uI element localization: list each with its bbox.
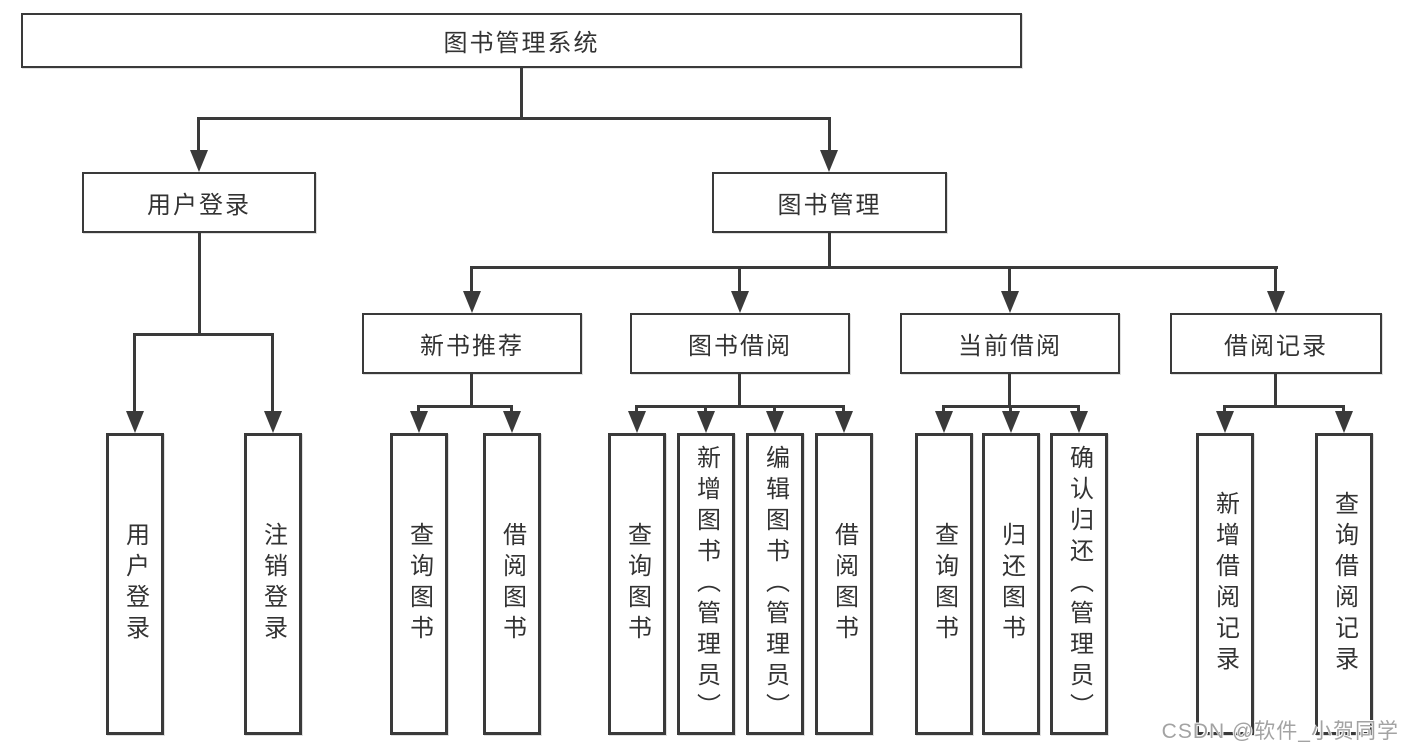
node-label: 当前借阅	[958, 333, 1062, 360]
arrow-down-icon	[1002, 411, 1020, 433]
arrow-down-icon	[410, 411, 428, 433]
leaf-label: 确认归还（管理员）	[1065, 444, 1093, 724]
connector-line	[198, 233, 201, 336]
leaf-label: 查询图书	[405, 522, 433, 646]
arrow-down-icon	[1070, 411, 1088, 433]
leaf-label: 用户登录	[121, 522, 149, 646]
node-label: 图书管理	[777, 192, 882, 219]
connector-line	[738, 374, 741, 408]
leaf-label: 新增图书（管理员）	[692, 444, 720, 724]
node-label: 图书借阅	[688, 333, 792, 360]
leaf-label: 借阅图书	[498, 522, 526, 646]
connector-line	[520, 68, 523, 120]
leaf-label: 编辑图书（管理员）	[761, 444, 789, 724]
connector-line	[197, 117, 831, 120]
arrow-down-icon	[935, 411, 953, 433]
arrow-down-icon	[190, 150, 208, 172]
connector-line	[470, 266, 1278, 269]
node-label: 用户登录	[147, 192, 251, 219]
leaf-label: 查询图书	[930, 522, 958, 646]
arrow-down-icon	[628, 411, 646, 433]
connector-line	[738, 266, 741, 294]
arrow-down-icon	[1001, 291, 1019, 313]
leaf-label: 归还图书	[997, 522, 1025, 646]
arrow-down-icon	[264, 411, 282, 433]
leaf-label: 新增借阅记录	[1211, 491, 1239, 677]
connector-line	[271, 333, 274, 415]
connector-line	[470, 266, 473, 294]
leaf-query-books-recommend: 查询图书	[390, 433, 448, 735]
arrow-down-icon	[820, 150, 838, 172]
arrow-down-icon	[731, 291, 749, 313]
leaf-label: 查询借阅记录	[1330, 491, 1358, 677]
arrow-down-icon	[503, 411, 521, 433]
leaf-query-borrow-record: 查询借阅记录	[1315, 433, 1373, 735]
connector-line	[133, 333, 136, 415]
leaf-label: 注销登录	[259, 522, 287, 646]
connector-line	[1008, 374, 1011, 408]
connector-line	[635, 405, 845, 408]
node-label: 借阅记录	[1224, 333, 1328, 360]
leaf-user-login: 用户登录	[106, 433, 164, 735]
arrow-down-icon	[463, 291, 481, 313]
leaf-query-books-current: 查询图书	[915, 433, 973, 735]
arrow-down-icon	[766, 411, 784, 433]
connector-line	[470, 374, 473, 408]
connector-line	[1223, 405, 1345, 408]
connector-line	[197, 117, 200, 155]
leaf-borrow-books-recommend: 借阅图书	[483, 433, 541, 735]
node-borrowing-records: 借阅记录	[1170, 313, 1382, 374]
leaf-confirm-return-admin: 确认归还（管理员）	[1050, 433, 1108, 735]
node-label: 新书推荐	[420, 333, 524, 360]
leaf-add-book-admin: 新增图书（管理员）	[677, 433, 735, 735]
leaf-edit-book-admin: 编辑图书（管理员）	[746, 433, 804, 735]
connector-line	[1274, 266, 1277, 294]
connector-line	[1008, 266, 1011, 294]
connector-line	[828, 117, 831, 155]
node-current-borrowing: 当前借阅	[900, 313, 1120, 374]
csdn-watermark: CSDN @软件_小贺同学	[1161, 720, 1399, 743]
leaf-label: 查询图书	[623, 522, 651, 646]
node-book-borrowing: 图书借阅	[630, 313, 850, 374]
node-library-management-system: 图书管理系统	[21, 13, 1022, 68]
connector-line	[1274, 374, 1277, 408]
arrow-down-icon	[835, 411, 853, 433]
connector-line	[133, 333, 274, 336]
arrow-down-icon	[1335, 411, 1353, 433]
node-label: 图书管理系统	[443, 30, 600, 57]
leaf-return-books: 归还图书	[982, 433, 1040, 735]
arrow-down-icon	[1216, 411, 1234, 433]
connector-line	[828, 233, 831, 269]
node-book-management: 图书管理	[712, 172, 947, 233]
arrow-down-icon	[126, 411, 144, 433]
arrow-down-icon	[697, 411, 715, 433]
leaf-query-books-borrowing: 查询图书	[608, 433, 666, 735]
arrow-down-icon	[1267, 291, 1285, 313]
connector-line	[417, 405, 513, 408]
node-new-book-recommendation: 新书推荐	[362, 313, 582, 374]
leaf-borrow-books-borrowing: 借阅图书	[815, 433, 873, 735]
leaf-add-borrow-record: 新增借阅记录	[1196, 433, 1254, 735]
leaf-logout: 注销登录	[244, 433, 302, 735]
leaf-label: 借阅图书	[830, 522, 858, 646]
node-user-login: 用户登录	[82, 172, 316, 233]
